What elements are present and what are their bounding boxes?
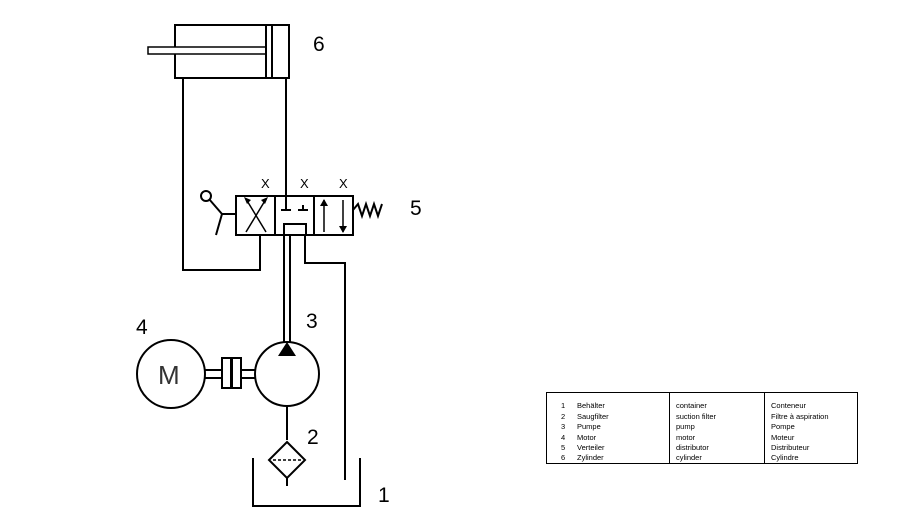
- legend-english: motor: [669, 432, 765, 443]
- directional-valve: [200, 190, 383, 236]
- legend-german: Zylinder: [577, 452, 604, 462]
- legend-french: Pompe: [764, 422, 857, 433]
- legend-german: Pumpe: [577, 422, 601, 432]
- legend-number: 6: [561, 452, 566, 462]
- electric-motor: M: [136, 339, 206, 409]
- lever-knob: [200, 190, 212, 202]
- legend-number: 4: [561, 432, 566, 442]
- legend-number: 5: [561, 442, 566, 452]
- legend-english: distributor: [669, 442, 765, 453]
- legend-french: Conteneur: [764, 393, 857, 413]
- valve-center-port: [283, 223, 307, 236]
- legend-number: 3: [561, 422, 566, 432]
- label-tank: 1: [378, 484, 390, 507]
- port-mark-2: X: [300, 176, 309, 191]
- valve-cross-arrow-2: [245, 198, 267, 233]
- legend-english: pump: [669, 422, 765, 433]
- pump: [254, 341, 320, 440]
- legend-french: Cylindre: [764, 452, 857, 463]
- legend-english: container: [669, 393, 765, 413]
- legend-english: suction filter: [669, 412, 765, 423]
- legend-french: Filtre à aspiration: [764, 412, 857, 423]
- legend-number: 1: [561, 401, 566, 410]
- tank: [252, 458, 361, 507]
- suction-filter: [267, 440, 307, 486]
- port-mark-3: X: [339, 176, 348, 191]
- hand-lever: [215, 213, 236, 236]
- pump-flow-triangle: [278, 342, 296, 356]
- legend-german: Motor: [577, 432, 597, 442]
- legend-french: Moteur: [764, 432, 857, 443]
- hydraulic-lines: [182, 78, 346, 480]
- label-motor: 4: [136, 316, 148, 339]
- legend-english: cylinder: [669, 452, 765, 463]
- legend-german: Saugfilter: [577, 412, 609, 422]
- legend-german: Verteiler: [577, 442, 605, 452]
- legend-french: Distributeur: [764, 442, 857, 453]
- cylinder: [147, 24, 290, 79]
- return-spring: [352, 200, 383, 220]
- legend-german: Behälter: [577, 401, 605, 410]
- legend-number: 2: [561, 412, 566, 422]
- label-pump: 3: [306, 310, 318, 333]
- motor-symbol: M: [158, 360, 180, 390]
- label-filter: 2: [307, 426, 319, 449]
- label-cylinder: 6: [313, 33, 325, 56]
- port-mark-1: X: [261, 176, 270, 191]
- shaft-coupling: [205, 357, 256, 389]
- label-valve: 5: [410, 197, 422, 220]
- line-return-to-tank: [304, 235, 346, 480]
- piston-rod: [147, 46, 267, 55]
- line-cylinder-cap-to-valve: [182, 78, 261, 271]
